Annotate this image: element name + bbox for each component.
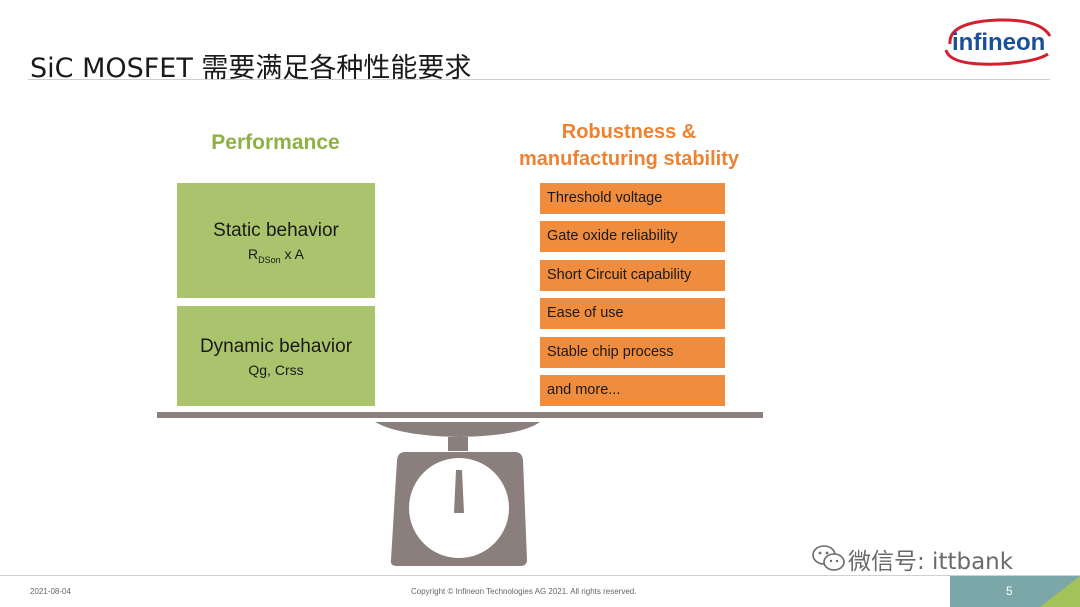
- scale-neck: [448, 437, 468, 451]
- dynamic-behavior-box: Dynamic behavior Qg, Crss: [177, 306, 375, 406]
- scale-beam: [157, 412, 763, 418]
- static-behavior-title: Static behavior: [213, 220, 339, 241]
- static-behavior-sub: RDSon x A: [177, 246, 375, 265]
- robustness-heading-line2: manufacturing stability: [518, 148, 740, 170]
- watermark-text: 微信号: ittbank: [848, 549, 1014, 575]
- scale-pan: [375, 422, 540, 437]
- scale-needle: [454, 470, 464, 513]
- robustness-heading-line1: Robustness &: [561, 121, 697, 143]
- dynamic-behavior-title: Dynamic behavior: [199, 336, 353, 357]
- title-divider: [28, 79, 1050, 80]
- slide-title: SiC MOSFET 需要满足各种性能要求: [30, 53, 472, 84]
- dynamic-behavior-sub: Qg, Crss: [248, 362, 304, 378]
- robustness-item: Stable chip process: [540, 337, 725, 368]
- robustness-item: Ease of use: [540, 298, 725, 329]
- footer-decoration: [950, 576, 1080, 607]
- static-behavior-box: Static behavior RDSon x A: [177, 183, 375, 298]
- wechat-icon: [812, 545, 845, 571]
- robustness-item: Gate oxide reliability: [540, 221, 725, 252]
- footer-date: 2021-08-04: [30, 587, 71, 596]
- footer-divider: [0, 575, 1080, 576]
- logo-text: infineon: [952, 29, 1045, 56]
- robustness-heading: Robustness & manufacturing stability: [488, 119, 770, 173]
- footer-copyright: Copyright © Infineon Technologies AG 202…: [411, 587, 637, 596]
- performance-heading: Performance: [211, 131, 340, 154]
- page-number: 5: [1006, 584, 1013, 598]
- rdson-subscript: DSon: [258, 254, 281, 265]
- rdson-r: R: [248, 246, 259, 262]
- robustness-item: Threshold voltage: [540, 183, 725, 214]
- robustness-item: Short Circuit capability: [540, 260, 725, 291]
- robustness-item: and more...: [540, 375, 725, 406]
- infineon-logo-icon: infineon: [940, 14, 1055, 74]
- rdson-tail: x A: [280, 246, 304, 262]
